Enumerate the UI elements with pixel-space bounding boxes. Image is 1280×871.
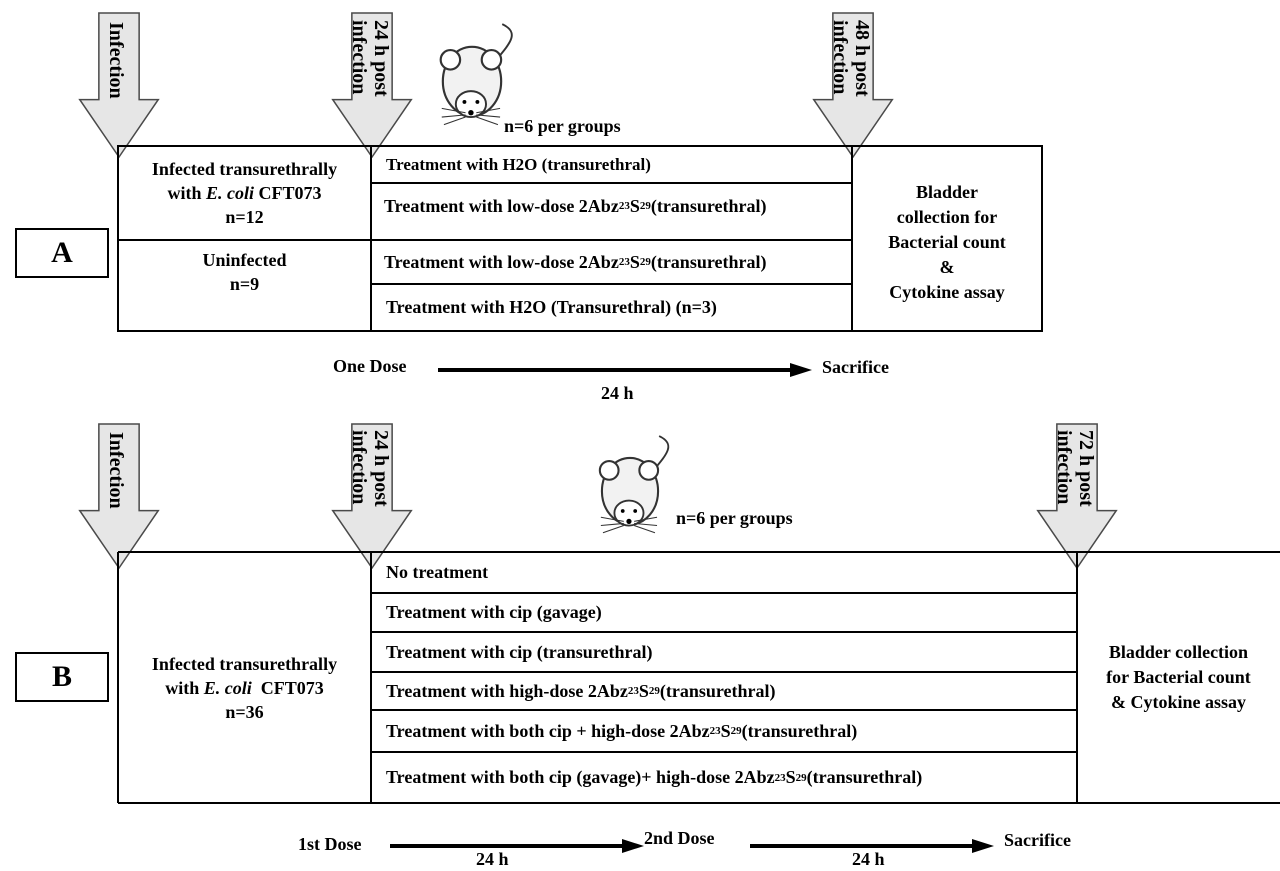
mouse-note-b: n=6 per groups <box>676 508 793 528</box>
timeline-b-end: Sacrifice <box>1004 830 1071 850</box>
outcome-a: Bladder collection for Bacterial count &… <box>888 182 1006 302</box>
timeline-a-arrow <box>438 363 812 377</box>
timeline-a-end: Sacrifice <box>822 357 889 377</box>
outcome-b: Bladder collection for Bacterial count &… <box>1106 642 1251 712</box>
timeline-b-duration-1: 24 h <box>476 849 509 869</box>
48h-arrow-a-label-2: infection <box>829 20 851 95</box>
24h-arrow-b-label-1: 24 h post <box>370 430 392 507</box>
mouse-note-a: n=6 per groups <box>504 116 621 136</box>
timeline-b-arrow-1 <box>390 839 644 853</box>
timeline-b-start: 1st Dose <box>298 834 362 854</box>
treatment-b-1: No treatment <box>386 562 489 582</box>
48h-arrow-a-label-1: 48 h post <box>851 20 873 97</box>
treatment-b-3: Treatment with cip (transurethral) <box>386 641 653 662</box>
treatment-b-2: Treatment with cip (gavage) <box>386 602 602 622</box>
timeline-b-duration-2: 24 h <box>852 849 885 869</box>
group-infected-a: Infected transurethrally with E. coli CF… <box>118 146 371 240</box>
24h-arrow-b-label-2: infection <box>348 430 370 505</box>
timeline-a-start: One Dose <box>333 356 407 376</box>
treatment-a-1: Treatment with H2O (transurethral) <box>386 154 651 174</box>
timeline-a-duration: 24 h <box>601 383 634 403</box>
72h-arrow-b-label-1: 72 h post <box>1075 430 1097 507</box>
group-infected-a-n: n=12 <box>225 207 264 227</box>
table-a-grid <box>117 145 1043 332</box>
treatment-b-5: Treatment with both cip + high-dose 2Abz… <box>386 720 858 741</box>
group-infected-b: Infected transurethrally with E. coli CF… <box>151 653 338 722</box>
72h-arrow-b-label-2: infection <box>1053 430 1075 505</box>
treatment-a-4: Treatment with H2O (Transurethral) (n=3) <box>386 297 717 317</box>
24h-arrow-a-label-1: 24 h post <box>370 20 392 97</box>
24h-arrow-a-label-2: infection <box>348 20 370 95</box>
group-uninfected-a: Uninfected n=9 <box>202 250 287 294</box>
timeline-b-middle: 2nd Dose <box>644 828 715 848</box>
treatment-b-6: Treatment with both cip (gavage)+ high-d… <box>386 767 923 787</box>
panel-label-b: B <box>15 652 109 702</box>
group-infected-a-line2: with E. coli CFT073 <box>167 183 322 203</box>
panel-label-a: A <box>15 228 109 278</box>
group-infected-a-line1: Infected transurethrally <box>151 159 338 179</box>
infection-arrow-a-label: Infection <box>105 22 127 99</box>
infection-arrow-b-label: Infection <box>105 432 127 509</box>
timeline-b-arrow-2 <box>750 839 994 853</box>
